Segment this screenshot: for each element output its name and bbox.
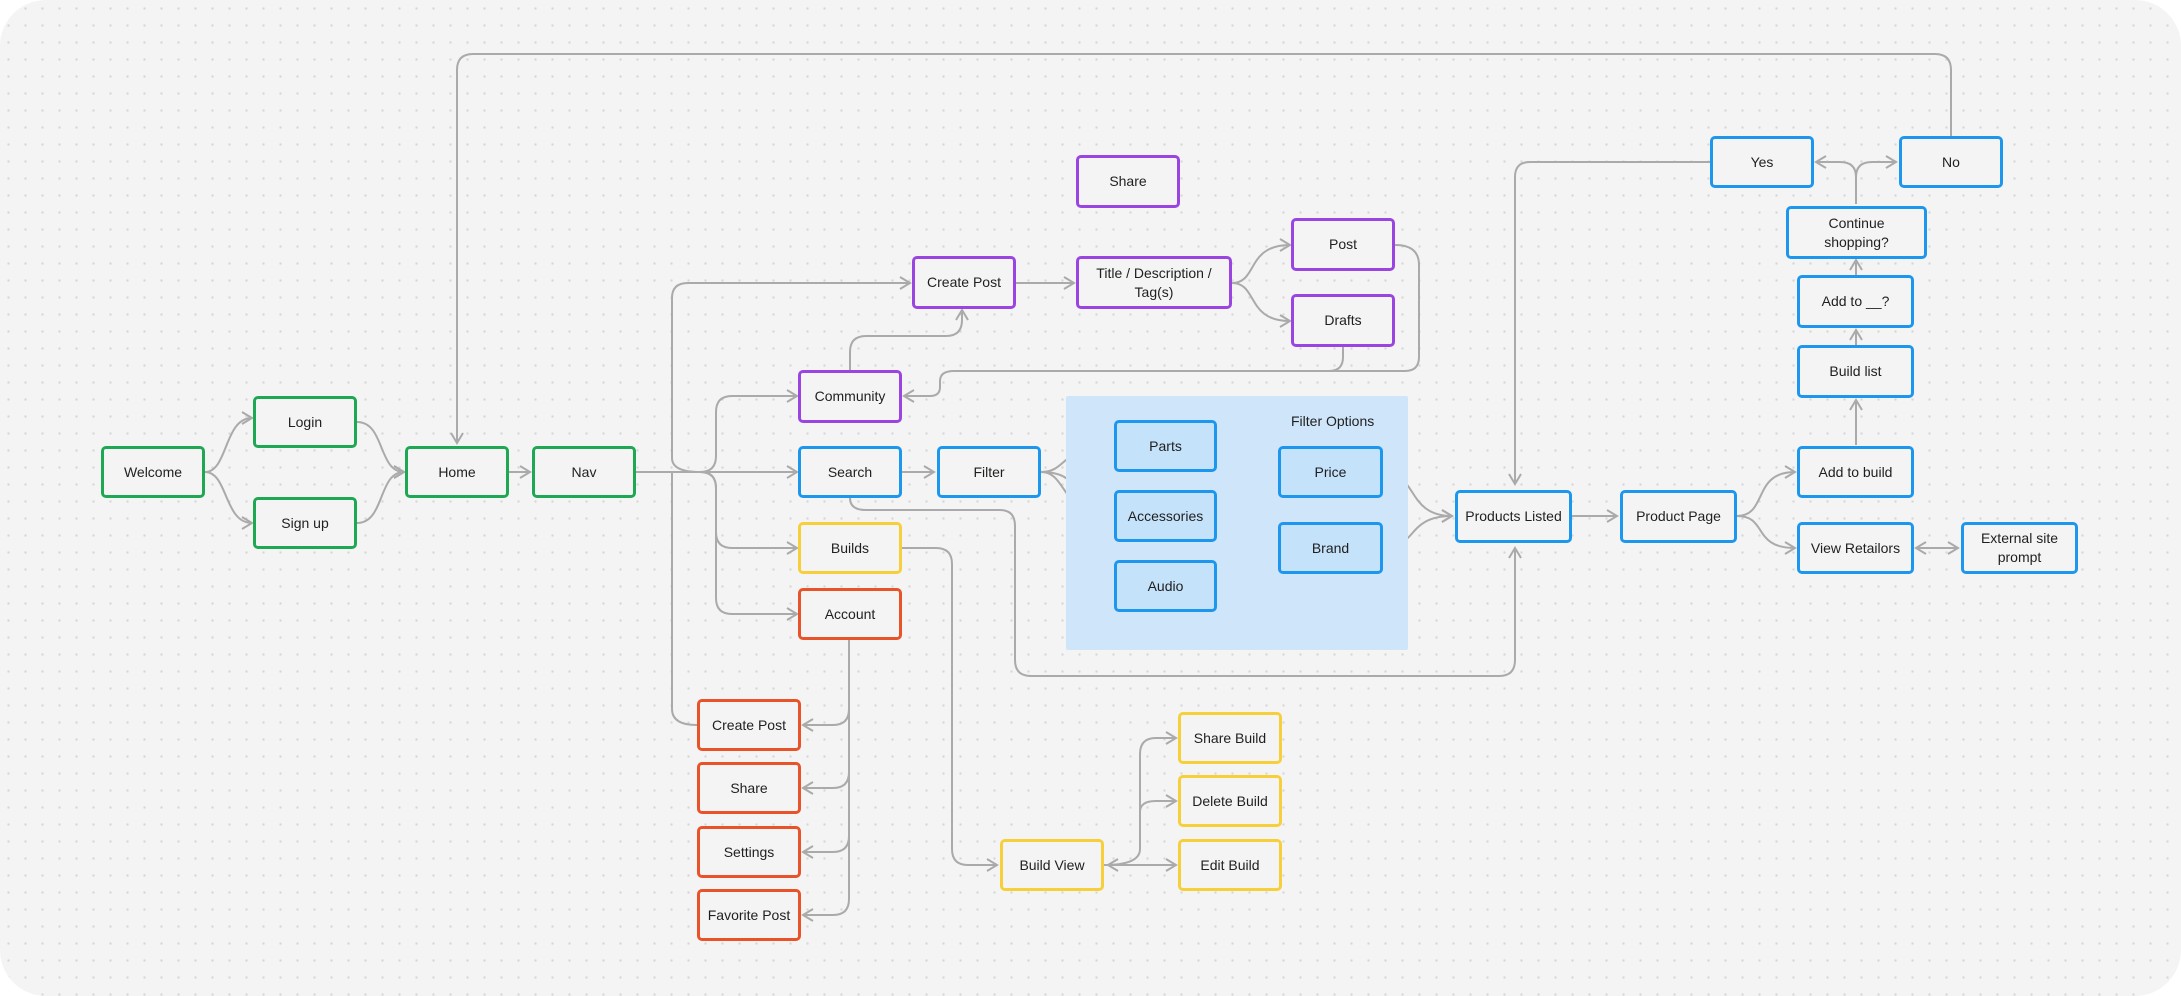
node-share-build[interactable]: Share Build [1178,712,1282,764]
node-yes[interactable]: Yes [1710,136,1814,188]
connector-search-products [849,497,1522,677]
connector-drafts-community [1328,347,1344,372]
connector-yes-products [1508,161,1710,486]
connector-title-drafts [1231,282,1292,328]
node-audio[interactable]: Audio [1114,560,1217,612]
node-external-site-prompt[interactable]: External site prompt [1961,522,2078,574]
node-continue-shopping[interactable]: Continue shopping? [1786,206,1927,259]
connector-nav-builds [699,471,799,555]
node-nav[interactable]: Nav [532,446,636,498]
connector-welcome-signup [204,471,254,530]
connector-account-share [801,709,850,795]
node-product-page[interactable]: Product Page [1620,490,1737,543]
connector-continue-no [1855,155,1898,204]
connector-create-post-account [671,472,698,726]
node-builds[interactable]: Builds [798,522,902,574]
filter-options-label: Filter Options [1291,413,1375,429]
connector-continue-yes [1814,155,1857,204]
node-account-share[interactable]: Share [697,762,801,814]
connector-account-createpost [801,640,850,732]
node-account-settings[interactable]: Settings [697,826,801,878]
connector-post-community [902,244,1420,403]
node-filter[interactable]: Filter [937,446,1041,498]
node-community[interactable]: Community [798,370,902,423]
connector-community-create-post [849,308,969,370]
connector-builds-buildview [902,547,999,872]
node-welcome[interactable]: Welcome [101,446,205,498]
node-home[interactable]: Home [405,446,509,498]
connector-login-home [356,421,406,479]
node-brand[interactable]: Brand [1278,522,1383,574]
connector-no-home [450,53,1952,445]
node-build-list[interactable]: Build list [1797,345,1914,398]
node-drafts[interactable]: Drafts [1291,294,1395,347]
node-login[interactable]: Login [253,396,357,448]
connector-productpage-addtobuild [1736,465,1797,517]
connector-productpage-viewretailors [1736,515,1797,555]
connector-welcome-login [204,411,254,473]
node-sign-up[interactable]: Sign up [253,497,357,549]
node-edit-build[interactable]: Edit Build [1178,839,1282,891]
node-parts[interactable]: Parts [1114,420,1217,472]
node-title-description-tags[interactable]: Title / Description / Tag(s) [1076,256,1232,309]
node-products-listed[interactable]: Products Listed [1455,490,1572,543]
node-delete-build[interactable]: Delete Build [1178,775,1282,827]
connector-nav-create-post [671,276,912,473]
node-view-retailors[interactable]: View Retailors [1797,522,1914,574]
connector-buildview-delete [1139,794,1178,813]
node-account-favorite-post[interactable]: Favorite Post [697,889,801,941]
connector-signup-home [356,465,406,524]
node-add-to-build[interactable]: Add to build [1797,446,1914,498]
node-search[interactable]: Search [798,446,902,498]
connector-nav-account [699,471,799,621]
connector-account-settings [801,772,850,859]
connector-nav-community [699,389,799,473]
connector-title-post [1231,238,1292,284]
node-price[interactable]: Price [1278,446,1383,498]
node-accessories[interactable]: Accessories [1114,490,1217,542]
node-build-view[interactable]: Build View [1000,839,1104,891]
node-create-post[interactable]: Create Post [912,256,1016,309]
node-share[interactable]: Share [1076,155,1180,208]
node-account[interactable]: Account [798,588,902,640]
node-no[interactable]: No [1899,136,2003,188]
node-account-create-post[interactable]: Create Post [697,699,801,751]
node-post[interactable]: Post [1291,218,1395,271]
node-add-to[interactable]: Add to __? [1797,275,1914,328]
connector-account-favorite [801,836,850,922]
